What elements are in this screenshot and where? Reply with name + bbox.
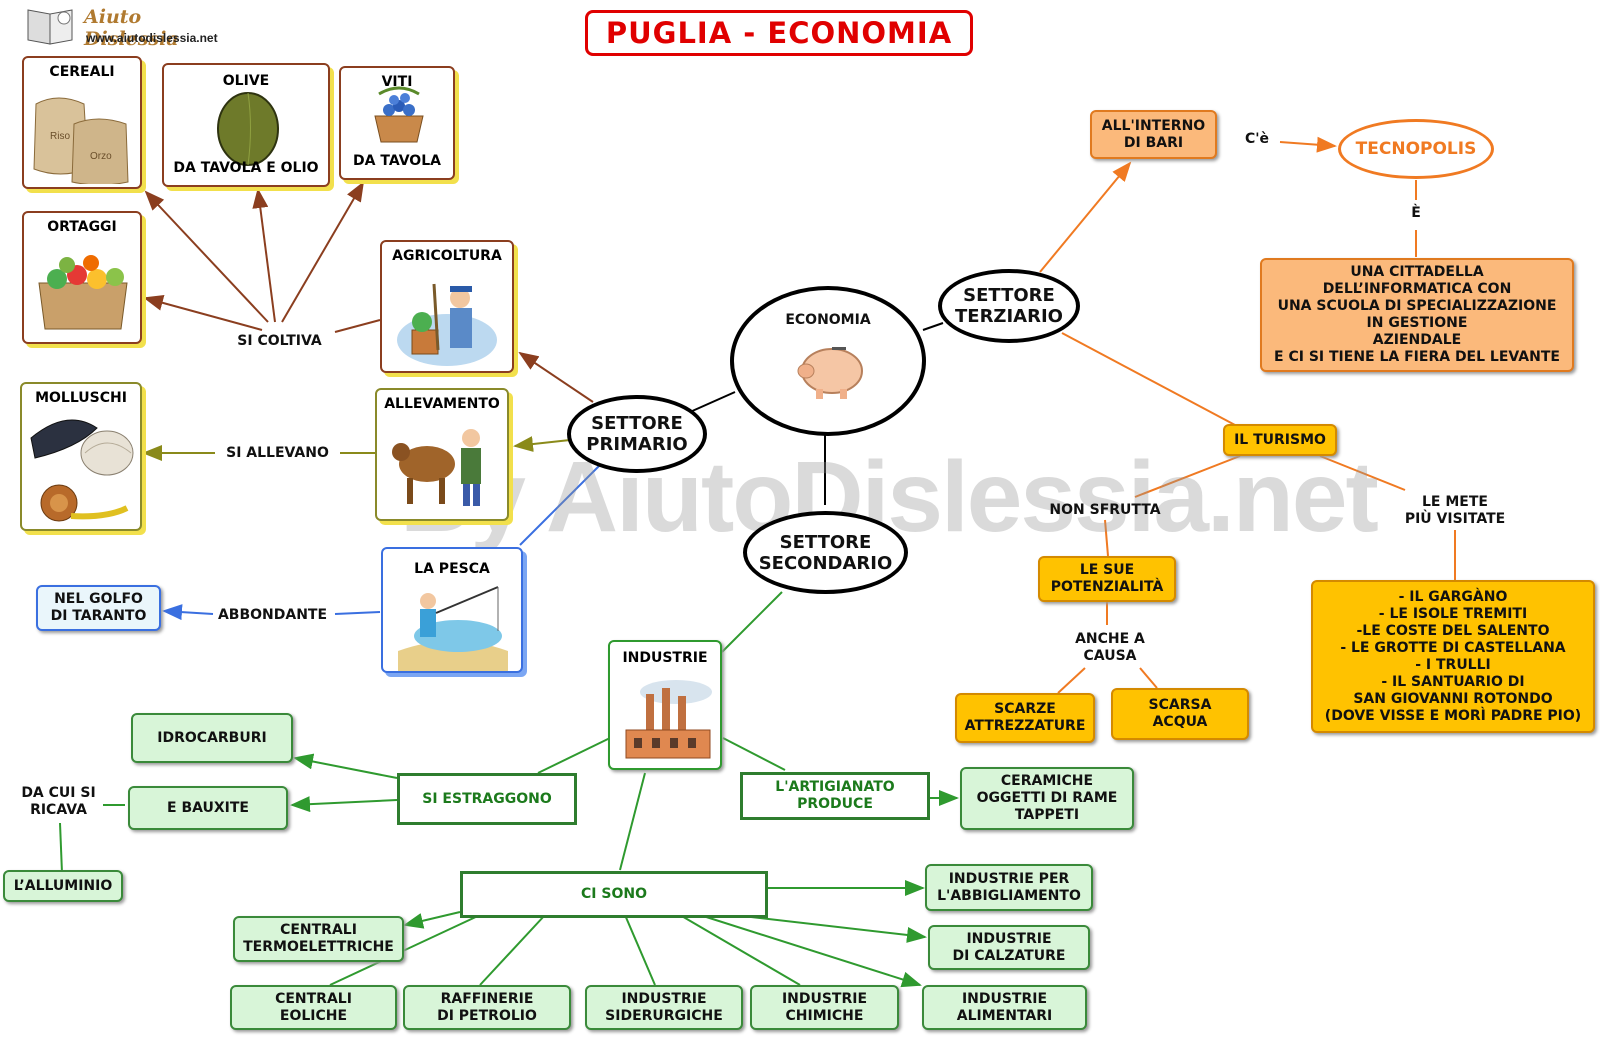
olive-label: OLIVE	[222, 73, 270, 89]
raffinerie-petrolio-box: RAFFINERIE DI PETROLIO	[403, 985, 571, 1030]
olive-icon	[217, 92, 279, 166]
ortaggi-card: ORTAGGI	[22, 211, 142, 344]
viti-label: VITI	[381, 74, 413, 90]
artigianato-box: L'ARTIGIANATO PRODUCE	[740, 772, 930, 820]
olive-sublabel: DA TAVOLA E OLIO	[173, 160, 319, 176]
ceramiche-box: CERAMICHE OGGETTI DI RAME TAPPETI	[960, 767, 1134, 830]
molluschi-label: MOLLUSCHI	[35, 390, 127, 406]
settore-primario-node: SETTORE PRIMARIO	[567, 395, 707, 473]
mete-visitate-label: LE METE PIÙ VISITATE	[1404, 494, 1506, 527]
industrie-card: INDUSTRIE	[608, 640, 722, 770]
piggy-bank-icon	[797, 347, 863, 399]
industrie-calzature-box: INDUSTRIE DI CALZATURE	[928, 925, 1090, 970]
economia-node: ECONOMIA	[730, 286, 926, 436]
industrie-abbigliamento-box: INDUSTRIE PER L'ABBIGLIAMENTO	[925, 864, 1093, 911]
olive-card: OLIVE DA TAVOLA E OLIO	[162, 63, 330, 187]
industrie-alimentari-box: INDUSTRIE ALIMENTARI	[922, 985, 1087, 1030]
cereali-card: CEREALI Riso Orzo	[22, 56, 142, 189]
page-title: PUGLIA - ECONOMIA	[585, 10, 973, 56]
e-label: È	[1411, 205, 1421, 221]
ce-label: C'è	[1244, 131, 1270, 147]
interno-bari-label: ALL'INTERNO DI BARI	[1101, 117, 1206, 151]
pesca-card: LA PESCA	[381, 547, 523, 673]
book-icon	[27, 9, 73, 45]
molluschi-card: MOLLUSCHI	[20, 382, 142, 531]
grapes-basket-icon	[374, 86, 424, 143]
non-sfrutta-label: NON SFRUTTA	[1049, 502, 1161, 518]
turismo-box: IL TURISMO	[1223, 424, 1337, 456]
cittadella-box: UNA CITTADELLA DELL’INFORMATICA CON UNA …	[1260, 258, 1574, 372]
golfo-taranto-box: NEL GOLFO DI TARANTO	[36, 585, 161, 631]
centrali-eoliche-box: CENTRALI EOLICHE	[230, 985, 397, 1030]
logo-name: Aiuto Dislessia	[84, 6, 179, 50]
si-allevano-label: SI ALLEVANO	[226, 445, 329, 461]
abbondante-label: ABBONDANTE	[217, 607, 328, 623]
da-cui-si-ricava-label: DA CUI SI RICAVA	[21, 785, 96, 818]
grain-sacks-icon: Riso Orzo	[33, 97, 129, 184]
scarze-attrezzature-box: SCARZE ATTREZZATURE	[955, 693, 1095, 743]
industrie-chimiche-box: INDUSTRIE CHIMICHE	[750, 985, 899, 1030]
allevamento-card: ALLEVAMENTO	[375, 388, 509, 521]
industrie-label: INDUSTRIE	[622, 650, 708, 666]
settore-terziario-node: SETTORE TERZIARIO	[938, 269, 1080, 343]
viti-card: VITI DA TAVOLA	[339, 66, 455, 180]
idrocarburi-box: IDROCARBURI	[131, 713, 293, 763]
shells-icon	[30, 419, 134, 522]
vegetable-crate-icon	[38, 255, 128, 330]
industrie-siderurgiche-box: INDUSTRIE SIDERURGICHE	[585, 985, 743, 1030]
farmer-icon	[397, 283, 497, 366]
viti-sublabel: DA TAVOLA	[353, 153, 441, 169]
si-coltiva-label: SI COLTIVA	[237, 333, 322, 349]
factory-icon	[625, 680, 712, 759]
orzo-text: Orzo	[90, 151, 112, 162]
logo-url: www.aiutodislessia.net	[86, 31, 218, 45]
centrali-termoelettriche-box: CENTRALI TERMOELETTRICHE	[233, 916, 404, 962]
cereali-label: CEREALI	[49, 64, 115, 80]
cow-farmer-icon	[392, 429, 481, 506]
bauxite-box: E BAUXITE	[128, 786, 288, 830]
economia-label: ECONOMIA	[785, 312, 871, 328]
mete-visitate-box: - IL GARGÀNO - LE ISOLE TREMITI -LE COST…	[1311, 580, 1595, 733]
alluminio-box: L’ALLUMINIO	[3, 870, 123, 902]
logo: Aiuto Dislessia www.aiutodislessia.net	[24, 4, 234, 50]
ortaggi-label: ORTAGGI	[47, 219, 117, 235]
potenzialita-box: LE SUE POTENZIALITÀ	[1038, 556, 1176, 602]
interno-bari-box: ALL'INTERNO DI BARI	[1090, 110, 1217, 159]
riso-text: Riso	[50, 131, 70, 142]
agricoltura-label: AGRICOLTURA	[392, 248, 502, 264]
pesca-label: LA PESCA	[414, 561, 490, 577]
scarsa-acqua-box: SCARSA ACQUA	[1111, 688, 1249, 740]
anche-a-causa-label: ANCHE A CAUSA	[1075, 631, 1145, 664]
ci-sono-box: CI SONO	[460, 871, 768, 918]
fisherman-icon	[398, 586, 508, 671]
si-estraggono-box: SI ESTRAGGONO	[397, 773, 577, 825]
tecnopolis-node: TECNOPOLIS	[1338, 119, 1494, 179]
settore-secondario-node: SETTORE SECONDARIO	[743, 511, 908, 594]
allevamento-label: ALLEVAMENTO	[384, 396, 500, 412]
agricoltura-card: AGRICOLTURA	[380, 240, 514, 373]
